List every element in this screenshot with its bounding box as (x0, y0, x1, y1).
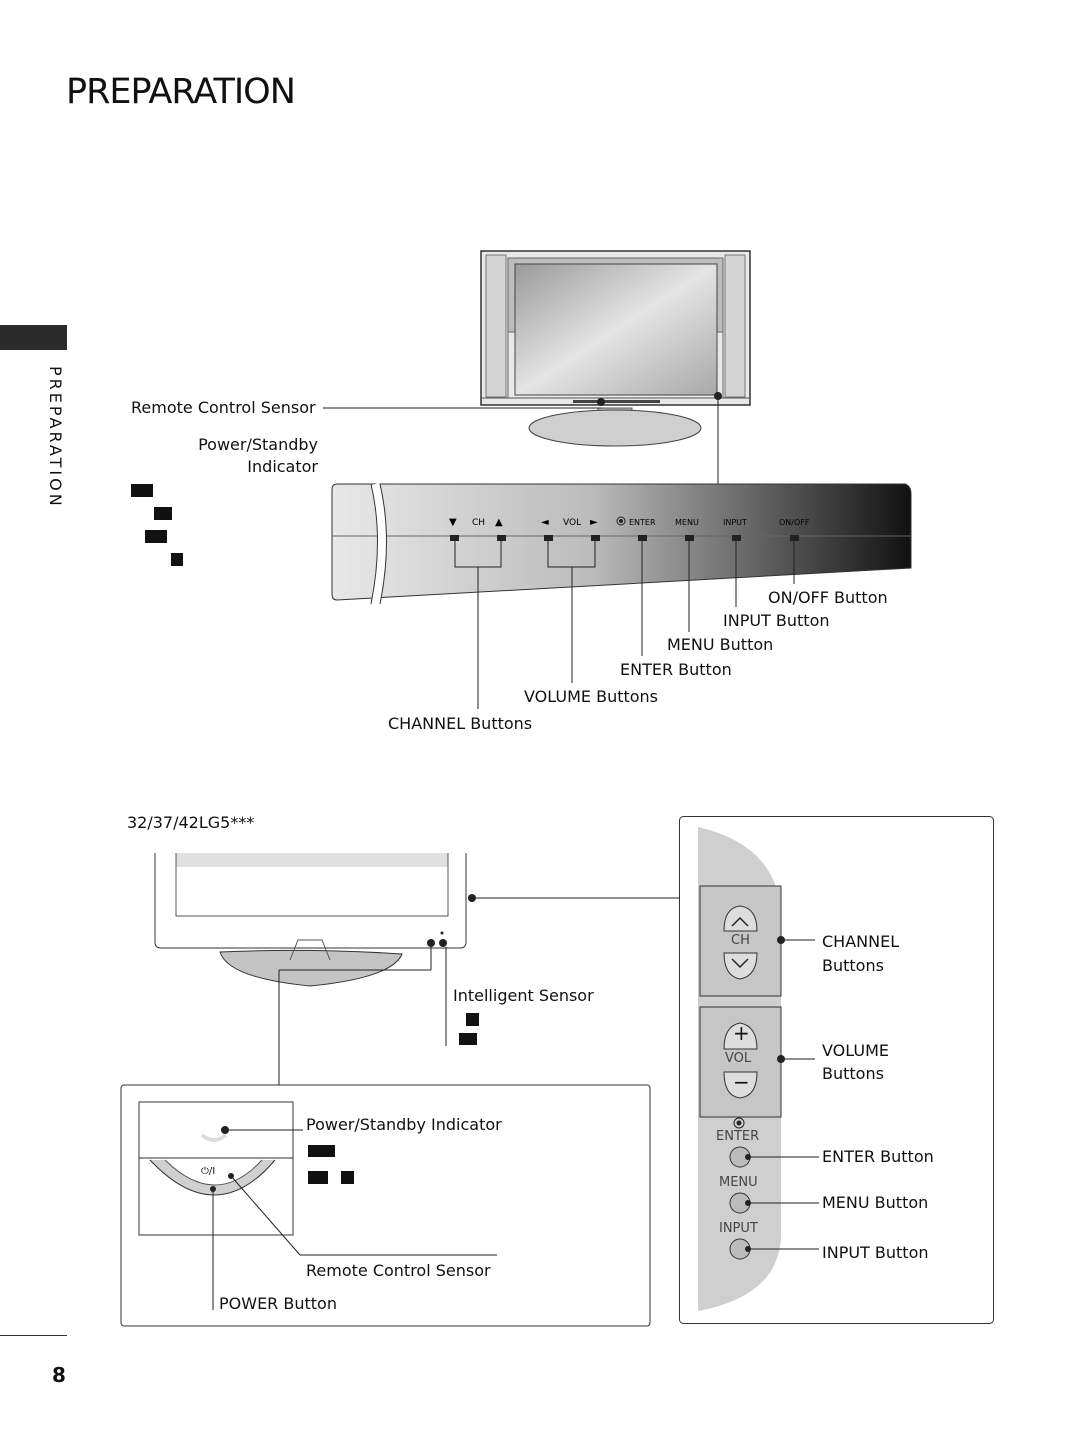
label-power-standby-line1: Power/Standby (198, 435, 318, 454)
label-channel-buttons-top: CHANNEL Buttons (388, 714, 533, 733)
redaction-block (145, 530, 167, 543)
bottom-tv-diagram (120, 853, 680, 1327)
label-power-button: POWER Button (219, 1294, 337, 1313)
panel-enter: ENTER (629, 518, 656, 527)
redaction-block (308, 1145, 335, 1157)
label-input-button-side: INPUT Button (822, 1243, 929, 1262)
panel-menu: MENU (675, 518, 699, 527)
panel-ch-down: ▼ (449, 517, 457, 528)
page-title: PREPARATION (66, 72, 296, 112)
panel-ch: CH (472, 518, 485, 528)
redaction-block (341, 1171, 354, 1184)
side-panel-ch-text: CH (731, 933, 750, 948)
label-input-button-top: INPUT Button (723, 611, 830, 630)
panel-vol-left: ◄ (541, 517, 549, 528)
panel-onoff: ON/OFF (779, 518, 810, 527)
model-label: 32/37/42LG5*** (127, 813, 255, 832)
power-symbol: ⏻/I (201, 1166, 216, 1177)
panel-vol: VOL (563, 518, 581, 528)
label-enter-button-side: ENTER Button (822, 1147, 934, 1166)
redaction-block (131, 484, 153, 497)
label-volume-buttons-top: VOLUME Buttons (524, 687, 659, 706)
side-tab-label: PREPARATION (46, 366, 65, 509)
footer-rule (0, 1335, 67, 1336)
redaction-block (308, 1171, 328, 1184)
label-channel-line2: Buttons (822, 956, 884, 975)
redaction-block (466, 1013, 479, 1026)
panel-vol-right: ► (590, 517, 598, 528)
label-menu-button-top: MENU Button (667, 635, 774, 654)
top-tv-diagram: ▼ CH ▲ ◄ VOL ► ENTER MENU INPUT ON/OFF (323, 250, 912, 709)
control-panel-closeup (331, 482, 912, 605)
panel-input: INPUT (723, 518, 747, 527)
redaction-block (171, 553, 183, 566)
label-intelligent-sensor: Intelligent Sensor (453, 986, 594, 1005)
redaction-block (154, 507, 172, 520)
side-panel-vol-text: VOL (725, 1051, 752, 1066)
label-menu-button-side: MENU Button (822, 1193, 929, 1212)
side-panel-enter-text: ENTER (716, 1129, 760, 1144)
side-panel-plus: + (733, 1021, 750, 1045)
side-panel-menu-text: MENU (719, 1175, 758, 1190)
label-volume-line2: Buttons (822, 1064, 884, 1083)
side-panel-input-text: INPUT (719, 1221, 758, 1236)
label-remote-sensor-top: Remote Control Sensor (131, 398, 316, 417)
side-tab-marker (0, 325, 67, 350)
panel-ch-up: ▲ (495, 517, 503, 528)
label-enter-button-top: ENTER Button (620, 660, 732, 679)
label-remote-sensor-bottom: Remote Control Sensor (306, 1261, 491, 1280)
tv-front-illustration (480, 250, 751, 447)
redaction-block (459, 1033, 477, 1045)
label-volume-line1: VOLUME (822, 1041, 889, 1060)
label-onoff-button: ON/OFF Button (768, 588, 888, 607)
side-panel-minus: − (733, 1070, 750, 1094)
label-power-standby-indicator: Power/Standby Indicator (306, 1115, 502, 1134)
label-power-standby-line2: Indicator (247, 457, 318, 476)
label-channel-line1: CHANNEL (822, 932, 900, 951)
page-number: 8 (52, 1363, 66, 1387)
side-panel-diagram (679, 816, 994, 1324)
